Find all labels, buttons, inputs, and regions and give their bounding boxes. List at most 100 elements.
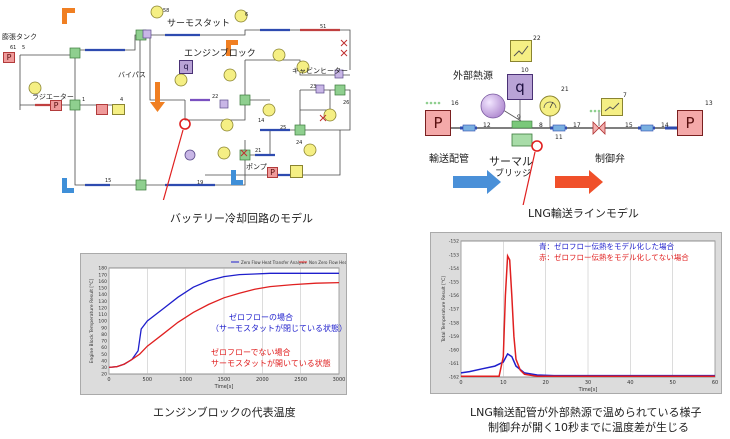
- node-12-r: 12: [483, 122, 491, 129]
- lng-source-p-box: P: [425, 110, 451, 136]
- y-tick-label: 110: [98, 312, 107, 318]
- node-22-r: 22: [533, 35, 541, 42]
- legend-label-zero-flow: Zero Flow Heat Transfer Analysis: [241, 260, 306, 265]
- x-tick-label: 40: [627, 380, 633, 386]
- x-tick-label: 1000: [179, 377, 192, 383]
- node-7-r: 7: [623, 92, 627, 99]
- node-14-r: 14: [661, 122, 669, 129]
- label-radiator: ラジエーター: [32, 93, 74, 101]
- x-axis-label: Time[s]: [214, 384, 234, 390]
- y-tick-label: -159: [449, 334, 459, 340]
- orange-arrow-engine: [226, 40, 238, 56]
- node-1: 1: [82, 97, 86, 103]
- x-tick-label: 50: [669, 380, 675, 386]
- y-tick-label: 120: [98, 305, 107, 311]
- x-tick-label: 500: [143, 377, 153, 383]
- node-24: 24: [296, 140, 303, 146]
- y-tick-label: -155: [449, 280, 459, 286]
- blue-flow-arrow: [453, 170, 501, 194]
- y-tick-label: -156: [449, 293, 459, 299]
- label-transport-pipe: 輸送配管: [429, 154, 469, 165]
- label-bypass: バイパス: [118, 71, 146, 79]
- annotation-blue-2: （サーモスタットが閉じている状態）: [211, 323, 346, 333]
- node-19: 19: [197, 180, 204, 186]
- y-tick-label: 150: [98, 286, 107, 292]
- lng-sink-p-box: P: [677, 110, 703, 136]
- x-tick-label: 2000: [256, 377, 269, 383]
- lng-lines: [425, 93, 700, 205]
- node-15-r: 15: [625, 122, 633, 129]
- expansion-tank-p-box: P: [3, 52, 15, 63]
- annotation-blue-1: ゼロフローの場合: [229, 312, 293, 322]
- caption-lng-chart-2: 制御弁が開く10秒までに温度差が生じる: [488, 421, 689, 434]
- red-flow-arrow: [555, 170, 603, 194]
- lng-callout-arrow: [522, 151, 536, 205]
- x-tick-label: 30: [585, 380, 591, 386]
- node-61: 61: [10, 45, 17, 51]
- orange-arrow-top-left: [62, 8, 75, 24]
- external-heat-source-sphere: [480, 93, 506, 119]
- y-axis-label: Engine Block Temperature Result [°C]: [89, 278, 95, 363]
- gauge-21: [539, 95, 561, 117]
- legend-red-text: 赤：ゼロフロー伝熱をモデル化してない場合: [539, 252, 689, 262]
- radiator-pink-box: [96, 104, 108, 115]
- y-tick-label: 70: [101, 339, 107, 345]
- annotation-red-2: サーモスタットが開いている状態: [211, 358, 331, 368]
- y-tick-label: 130: [98, 299, 107, 305]
- y-tick-label: -161: [449, 361, 459, 367]
- node-51: 51: [320, 24, 327, 30]
- y-tick-label: 160: [98, 279, 107, 285]
- node-17-r: 17: [573, 122, 581, 129]
- label-thermal-bridge-2: ブリッジ: [495, 169, 532, 179]
- lng-line-diagram: P P q 外部熱源 輸送配管 サーマル ブリッジ 制御弁 22 10 21 1…: [415, 30, 715, 205]
- y-tick-label: 100: [98, 319, 107, 325]
- caption-engine-block: エンジンブロックの代表温度: [153, 406, 296, 419]
- node-26: 26: [343, 100, 350, 106]
- x-axis-label: Time[s]: [578, 387, 598, 393]
- label-thermal-bridge-1: サーマル: [489, 155, 533, 168]
- label-engine-block: エンジンブロック: [184, 49, 256, 59]
- y-tick-label: -153: [449, 252, 459, 258]
- legend-label-non-zero-flow: Non Zero Flow Heat Transfer Analysis: [309, 260, 346, 265]
- label-thermostat: サーモスタット: [167, 19, 231, 29]
- x-tick-label: 1500: [218, 377, 231, 383]
- node-15: 15: [105, 178, 112, 184]
- node-6: 6: [245, 12, 249, 18]
- y-tick-label: 170: [98, 272, 107, 278]
- engine-callout-arrow: [162, 129, 184, 200]
- x-tick-label: 2500: [294, 377, 307, 383]
- y-tick-label: 180: [98, 266, 107, 272]
- node-9-r: 9: [517, 114, 521, 121]
- circuit-lines: [19, 5, 351, 200]
- caption-lng-line: LNG輸送ラインモデル: [528, 207, 639, 220]
- y-tick-label: -157: [449, 307, 459, 313]
- engine-callout-circle: [179, 118, 191, 130]
- y-tick-label: 50: [101, 352, 107, 358]
- blue-arrow-bottom-right: [231, 170, 243, 185]
- y-tick-label: 30: [101, 365, 107, 371]
- node-10-r: 10: [521, 67, 529, 74]
- node-13-r: 13: [705, 100, 713, 107]
- node-58: 58: [163, 8, 170, 14]
- label-external-heat-source: 外部熱源: [453, 71, 493, 82]
- node-21-r: 21: [561, 86, 569, 93]
- y-tick-label: 20: [101, 372, 107, 378]
- node-21: 21: [255, 148, 262, 154]
- node-16-r: 16: [451, 100, 459, 107]
- node-11-r: 11: [555, 134, 563, 141]
- node-5: 5: [22, 45, 26, 51]
- y-tick-label: -162: [449, 375, 459, 381]
- orange-arrow-down: [150, 82, 165, 112]
- x-tick-label: 60: [712, 380, 718, 386]
- node-25: 25: [280, 125, 287, 131]
- y-tick-label: 60: [101, 345, 107, 351]
- x-tick-label: 20: [542, 380, 548, 386]
- y-axis-label: Total Temperature Result [°C]: [441, 276, 447, 343]
- lng-monitor-22: [510, 40, 532, 62]
- y-tick-label: 90: [101, 325, 107, 331]
- lng-heat-q-box: q: [507, 74, 533, 100]
- y-tick-label: 80: [101, 332, 107, 338]
